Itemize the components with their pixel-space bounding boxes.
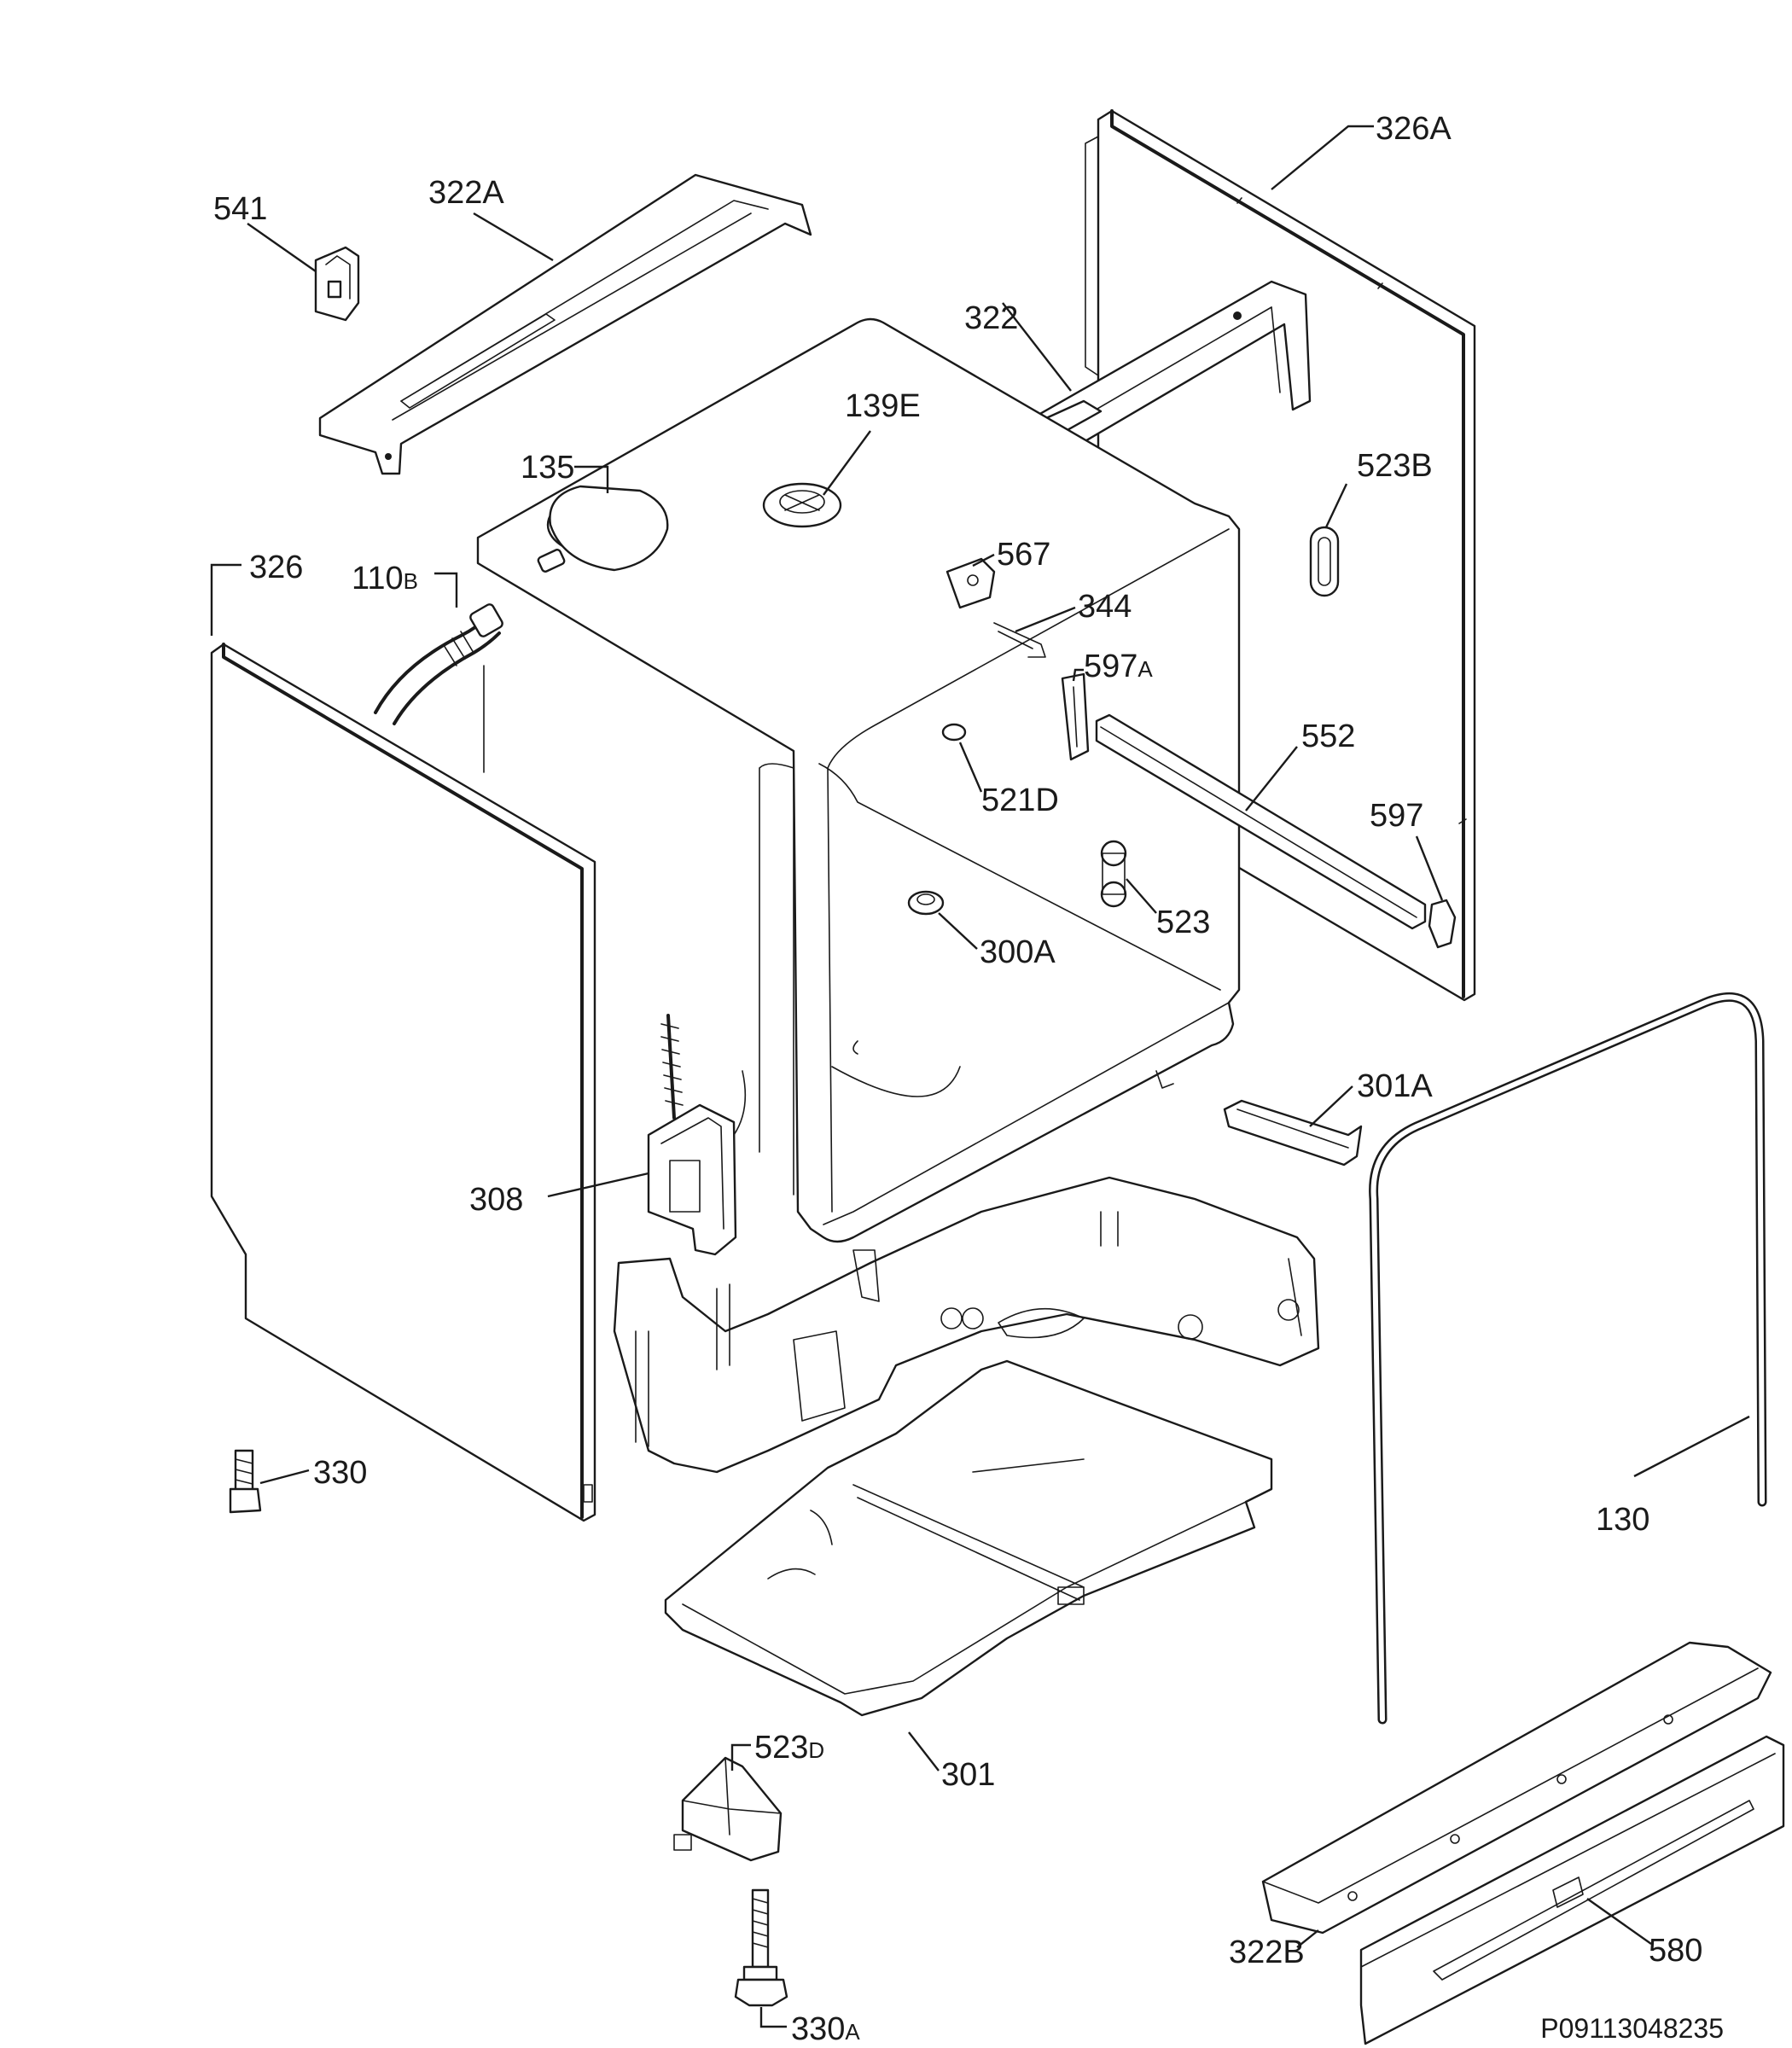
callout-300A: 300A bbox=[980, 934, 1056, 970]
callout-541: 541 bbox=[213, 191, 267, 227]
part-523D-foot-bracket bbox=[673, 1756, 783, 1862]
part-330-foot bbox=[229, 1449, 262, 1514]
part-base-chassis bbox=[613, 1176, 1320, 1474]
part-135-salt-container bbox=[537, 485, 669, 573]
part-344-spring bbox=[993, 622, 1046, 658]
leader-lines bbox=[210, 125, 1750, 2028]
callout-597A: 597A bbox=[1084, 649, 1153, 684]
callout-330A: 330A bbox=[791, 2011, 860, 2047]
part-597A-hinge-clip bbox=[1061, 672, 1090, 761]
part-tub bbox=[476, 317, 1241, 1243]
part-567-bracket bbox=[945, 557, 996, 609]
part-580-plinth bbox=[1359, 1735, 1785, 2045]
part-301A-cover bbox=[1223, 1099, 1363, 1167]
callout-301: 301 bbox=[941, 1757, 995, 1793]
part-300A-nut bbox=[907, 890, 945, 916]
part-tub-side bbox=[477, 562, 794, 1196]
callout-322: 322 bbox=[964, 300, 1018, 336]
callout-labels: 541 322A 326A 322 139E 135 523B 567 326 … bbox=[213, 111, 1702, 2047]
part-139E-vent bbox=[762, 482, 842, 528]
part-523B-roller bbox=[1309, 526, 1340, 597]
callout-580: 580 bbox=[1649, 1933, 1702, 1969]
part-541-clip bbox=[314, 246, 360, 322]
callout-330: 330 bbox=[313, 1455, 367, 1491]
part-552-rail bbox=[1095, 713, 1427, 930]
part-308-hinge bbox=[647, 1014, 737, 1256]
part-597-clip bbox=[1428, 899, 1457, 949]
callout-139E: 139E bbox=[845, 388, 921, 424]
callout-523: 523 bbox=[1156, 905, 1210, 940]
callout-567: 567 bbox=[997, 537, 1050, 573]
callout-130: 130 bbox=[1596, 1502, 1649, 1538]
callout-301A: 301A bbox=[1357, 1068, 1433, 1104]
callout-597: 597 bbox=[1370, 798, 1423, 834]
callout-521D: 521D bbox=[981, 783, 1059, 818]
part-523-wheels bbox=[1100, 840, 1127, 908]
part-521D-nut bbox=[941, 723, 967, 742]
callout-344: 344 bbox=[1078, 589, 1132, 625]
part-110B-hose bbox=[374, 603, 503, 773]
callout-322A: 322A bbox=[428, 175, 504, 211]
callout-322B: 322B bbox=[1229, 1935, 1305, 1970]
callout-326A: 326A bbox=[1376, 111, 1452, 147]
part-130-door-seal bbox=[1369, 992, 1767, 1725]
callout-552: 552 bbox=[1301, 719, 1355, 754]
callout-308: 308 bbox=[469, 1182, 523, 1218]
diagram-reference-number: P09113048235 bbox=[1540, 2013, 1724, 2044]
callout-135: 135 bbox=[521, 450, 574, 486]
callout-110B: 110B bbox=[352, 561, 418, 596]
part-322A-front-top-rail bbox=[318, 173, 812, 475]
part-330A-foot-screw bbox=[734, 1888, 788, 2007]
callout-523D: 523D bbox=[754, 1730, 824, 1766]
part-326-left-side-panel bbox=[210, 643, 596, 1522]
part-322B-bottom-rail bbox=[1261, 1641, 1772, 1935]
callout-523B: 523B bbox=[1357, 448, 1433, 484]
callout-326: 326 bbox=[249, 550, 303, 585]
part-301-base-frame bbox=[664, 1359, 1273, 1717]
